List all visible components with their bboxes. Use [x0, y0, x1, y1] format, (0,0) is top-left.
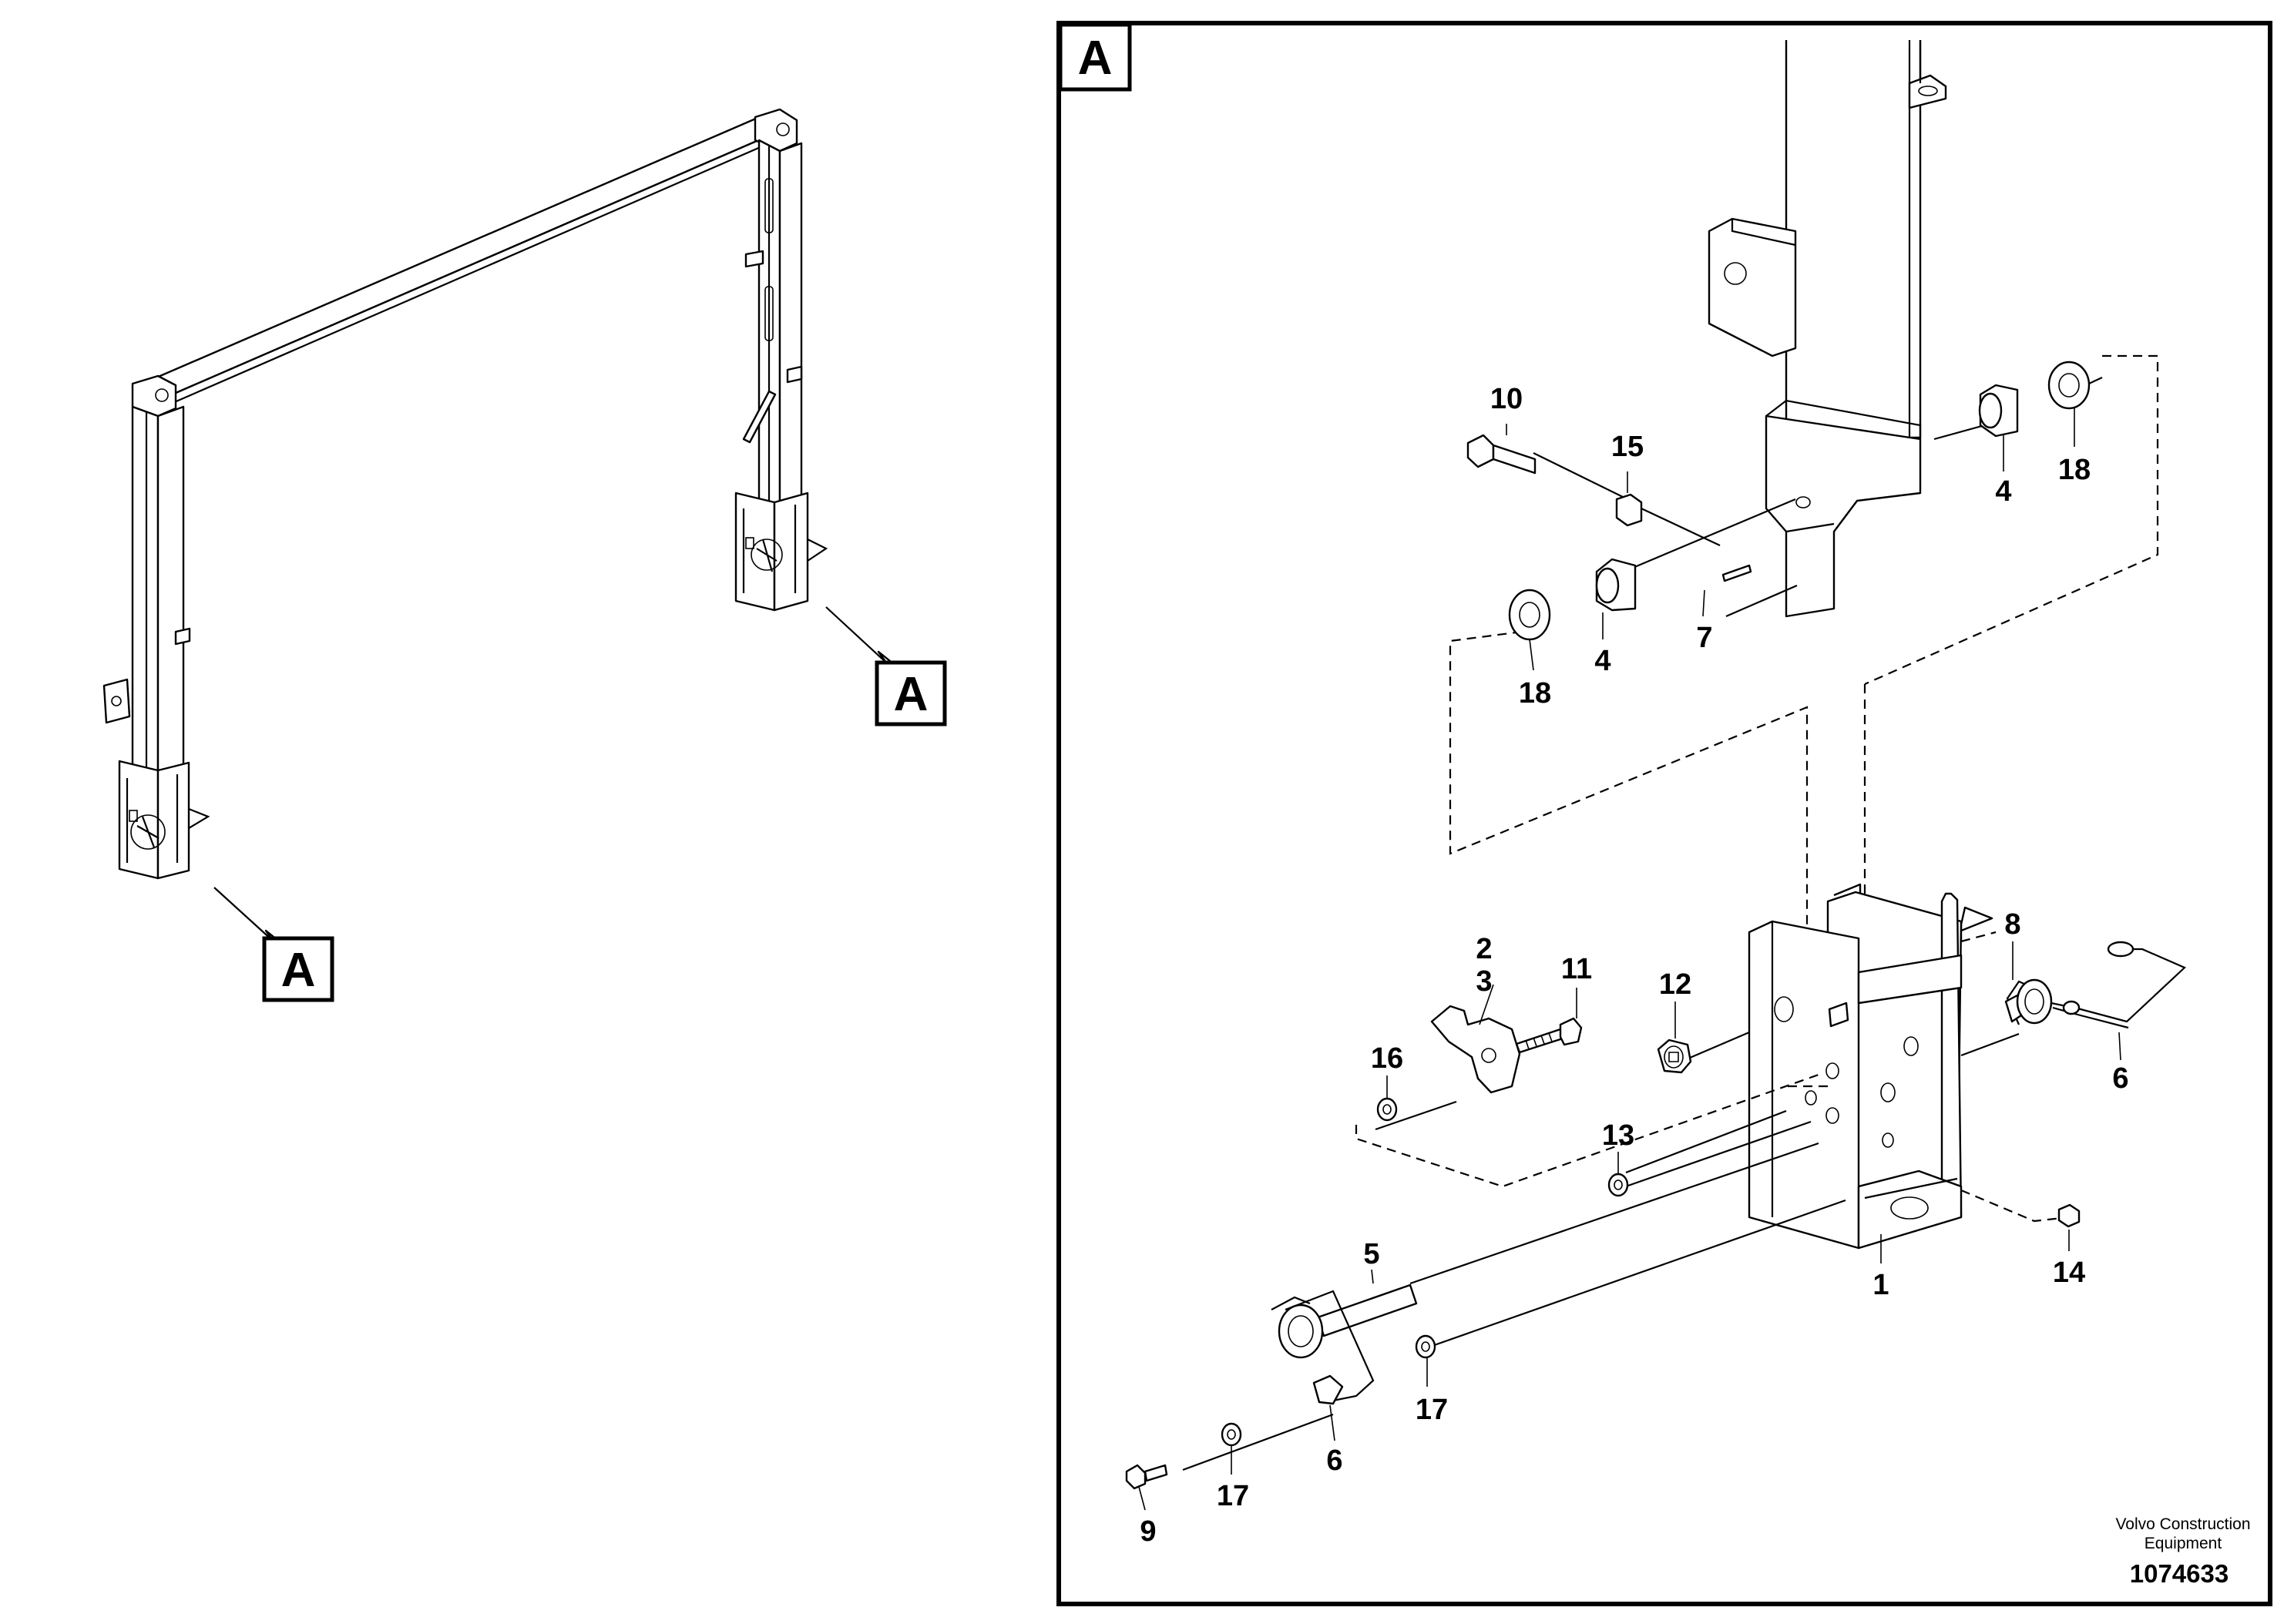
- detail-view-tag: A: [1058, 22, 1132, 92]
- part-number-7[interactable]: 7: [1696, 622, 1712, 654]
- part-number-11[interactable]: 11: [1561, 953, 1592, 985]
- part-number-18-left[interactable]: 18: [1519, 677, 1551, 710]
- part-number-3[interactable]: 3: [1476, 965, 1492, 998]
- part-number-4-left[interactable]: 4: [1594, 645, 1611, 677]
- callout-a-lower-label: A: [281, 944, 316, 997]
- part-number-2[interactable]: 2: [1476, 933, 1492, 965]
- detail-exploded-drawing: [1125, 40, 2186, 1511]
- callout-a-lower[interactable]: A: [262, 936, 334, 1002]
- part-number-12[interactable]: 12: [1659, 968, 1691, 1001]
- part-number-13[interactable]: 13: [1602, 1119, 1634, 1152]
- part-number-6-bottom[interactable]: 6: [1326, 1444, 1342, 1477]
- part-number-17-bottom[interactable]: 17: [1217, 1480, 1249, 1512]
- callout-a-upper-label: A: [894, 668, 929, 721]
- part-number-17-mid[interactable]: 17: [1416, 1394, 1448, 1426]
- part-number-1[interactable]: 1: [1872, 1269, 1889, 1301]
- part-number-9[interactable]: 9: [1140, 1515, 1156, 1548]
- part-labels: 10 15 4 18 18 4 7 2 3 11 12 16 13 8 6 5 …: [1140, 383, 2128, 1548]
- brand-line-1: Volvo Construction: [2115, 1515, 2250, 1533]
- part-number-5[interactable]: 5: [1363, 1238, 1379, 1270]
- part-number-14[interactable]: 14: [2053, 1257, 2085, 1289]
- part-number-18-right[interactable]: 18: [2058, 454, 2091, 486]
- detail-view-tag-label: A: [1078, 32, 1113, 85]
- part-number-8[interactable]: 8: [2004, 908, 2020, 941]
- overview-frame-drawing: [102, 108, 903, 951]
- document-number: 1074633: [2130, 1559, 2229, 1588]
- part-number-15[interactable]: 15: [1611, 431, 1644, 463]
- part-number-4-right[interactable]: 4: [1995, 475, 2011, 508]
- part-number-6-right[interactable]: 6: [2112, 1062, 2128, 1095]
- part-number-10[interactable]: 10: [1490, 383, 1523, 415]
- part-number-16[interactable]: 16: [1371, 1042, 1403, 1075]
- detail-view-frame: [1056, 21, 2272, 1606]
- callout-a-upper[interactable]: A: [875, 660, 947, 726]
- brand-line-2: Equipment: [2145, 1535, 2222, 1552]
- footer-block: Volvo Construction Equipment 1074633: [2115, 1515, 2250, 1588]
